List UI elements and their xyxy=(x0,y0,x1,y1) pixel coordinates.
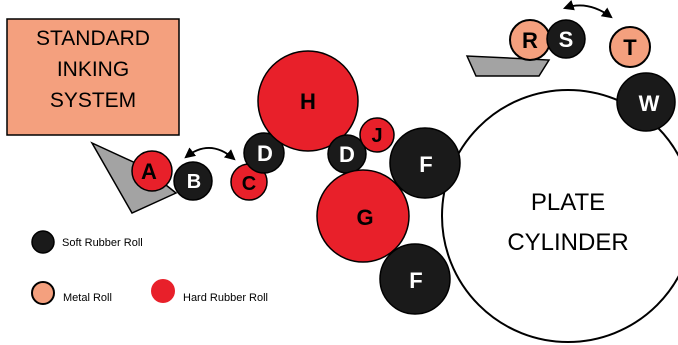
roll-h-shape xyxy=(257,50,359,152)
roll-f-bottom: F xyxy=(379,243,451,315)
legend-soft-label: Soft Rubber Roll xyxy=(62,237,143,249)
roll-d-right-label: D xyxy=(339,142,355,167)
roll-a-label: A xyxy=(141,159,157,184)
roll-f-top: F xyxy=(389,127,461,199)
roll-w-shape xyxy=(616,72,676,132)
roll-j-shape xyxy=(359,117,395,153)
roll-t-label: T xyxy=(623,35,637,60)
roll-f-bottom-shape xyxy=(379,243,451,315)
roll-r-label: R xyxy=(522,28,538,53)
roll-f-top-shape xyxy=(389,127,461,199)
title-line-3: SYSTEM xyxy=(50,89,136,112)
legend: Soft Rubber Roll Metal Roll Hard Rubber … xyxy=(31,230,268,305)
title-box xyxy=(6,18,180,136)
roll-w-label: W xyxy=(639,91,660,116)
roll-h-label: H xyxy=(300,89,316,114)
legend-metal-label: Metal Roll xyxy=(63,292,112,304)
legend-soft-swatch xyxy=(31,230,55,254)
roll-g-shape xyxy=(316,169,410,263)
oscillation-arrow-ab xyxy=(184,147,236,161)
roll-d-left: D xyxy=(243,132,285,174)
plate-label-line-2: CYLINDER xyxy=(507,229,628,256)
legend-hard-label: Hard Rubber Roll xyxy=(183,292,268,304)
roll-s: S xyxy=(546,19,586,59)
roll-f-bottom-label: F xyxy=(409,268,422,293)
roll-d-right: D xyxy=(327,134,367,174)
roll-t: T xyxy=(609,26,651,68)
roll-b-shape xyxy=(173,161,213,201)
roll-s-shape xyxy=(546,19,586,59)
roll-g: G xyxy=(316,169,410,263)
roll-a: A xyxy=(131,150,173,192)
roll-t-shape xyxy=(609,26,651,68)
roll-a-shape xyxy=(131,150,173,192)
plate-label-line-1: PLATE xyxy=(531,189,605,216)
roll-w: W xyxy=(616,72,676,132)
roll-g-label: G xyxy=(356,205,373,230)
legend-metal-swatch xyxy=(31,281,55,305)
roll-r: R xyxy=(509,19,551,61)
legend-hard-swatch xyxy=(151,279,175,303)
roll-c-label: C xyxy=(242,173,256,195)
roll-h: H xyxy=(257,50,359,152)
oscillation-arrow-st xyxy=(562,0,613,19)
roll-b: B xyxy=(173,161,213,201)
roll-f-top-label: F xyxy=(419,152,432,177)
title-line-2: INKING xyxy=(57,58,129,81)
title-line-1: STANDARD xyxy=(36,27,150,50)
roll-d-left-label: D xyxy=(257,141,273,166)
roll-s-label: S xyxy=(559,27,574,52)
roll-b-label: B xyxy=(187,171,201,193)
roll-j-label: J xyxy=(371,125,382,147)
roll-j: J xyxy=(359,117,395,153)
plate-cylinder xyxy=(441,89,678,343)
roll-d-left-shape xyxy=(243,132,285,174)
